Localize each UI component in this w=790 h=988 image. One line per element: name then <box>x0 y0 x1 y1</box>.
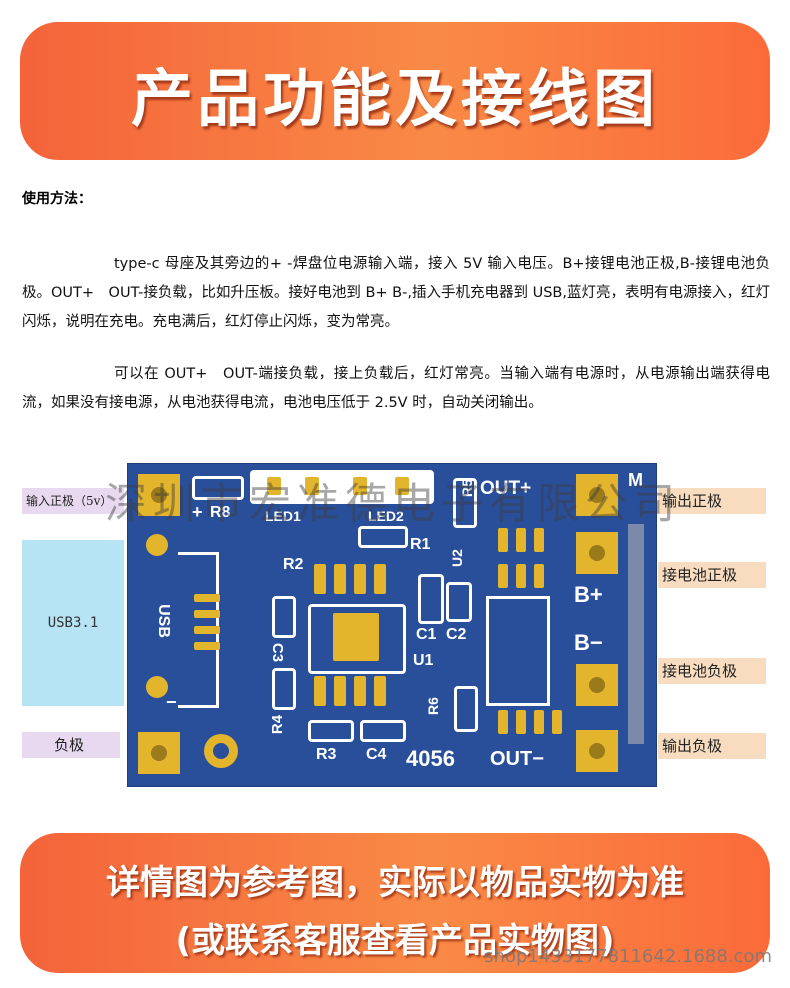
b-minus-pad <box>576 664 618 706</box>
u1-chip <box>308 604 406 674</box>
label-output-positive: 输出正极 <box>658 488 766 514</box>
usb-label: USB <box>154 604 172 638</box>
input-negative-pad <box>138 732 180 774</box>
u1-label: U1 <box>413 652 434 669</box>
chip-label-4056: 4056 <box>406 746 455 771</box>
c3-component <box>272 596 296 638</box>
shop-watermark: shop1433177811642.1688.com <box>484 946 772 967</box>
r8-label: R8 <box>210 504 231 521</box>
r1-label: R1 <box>410 536 431 553</box>
u2-label: U2 <box>448 549 465 567</box>
usage-paragraph-2: 可以在 OUT+ OUT-端接负载，接上负载后，红灯常亮。当输入端有电源时，从电… <box>22 366 770 411</box>
usage-paragraph-1: type-c 母座及其旁边的+ -焊盘位电源输入端，接入 5V 输入电压。B+接… <box>22 256 770 330</box>
page-title: 产品功能及接线图 <box>130 62 659 135</box>
r1-component <box>358 526 408 548</box>
c4-label: C4 <box>366 746 387 763</box>
b-plus-pad <box>576 532 618 574</box>
out-minus-label: OUT− <box>490 748 544 770</box>
r5-component <box>453 478 477 528</box>
label-battery-negative: 接电池负极 <box>658 658 766 684</box>
c1-label: C1 <box>416 626 437 643</box>
c3-label: C3 <box>269 642 287 663</box>
led1-label: LED1 <box>265 508 301 524</box>
led-strip <box>250 470 434 504</box>
label-input-positive: 输入正极（5v） <box>22 488 124 514</box>
footer-banner: 详情图为参考图，实际以物品实物为准 (或联系客服查看产品实物图) <box>20 833 770 973</box>
out-plus-label: OUT+ <box>480 478 532 499</box>
inductor-outline <box>486 596 550 706</box>
board-edge-strip <box>628 524 644 744</box>
out-minus-pad <box>576 730 618 772</box>
c2-label: C2 <box>446 626 467 643</box>
footer-line-1: 详情图为参考图，实际以物品实物为准 <box>106 863 684 903</box>
r3-label: R3 <box>316 746 337 763</box>
label-usb: USB3.1 <box>22 540 124 706</box>
plus-label: + <box>192 502 203 522</box>
out-plus-pad <box>576 474 618 516</box>
led2-label: LED2 <box>368 508 404 524</box>
r4-component <box>272 668 296 710</box>
label-output-negative: 输出负极 <box>658 733 766 759</box>
r8-component <box>192 476 244 500</box>
mounting-hole <box>204 734 238 768</box>
m-label: M <box>628 470 643 490</box>
r2-label: R2 <box>283 556 304 573</box>
r4-label: R4 <box>269 714 287 735</box>
c1-component <box>418 574 444 624</box>
minus-label: − <box>166 692 177 712</box>
c4-component <box>360 720 406 742</box>
input-positive-pad <box>138 474 180 516</box>
label-negative: 负极 <box>22 732 120 758</box>
pcb-board: LED1 LED2 R8 + R5 OUT+ M R1 R2 U1 C1 C2 … <box>127 463 657 787</box>
title-banner: 产品功能及接线图 <box>20 22 770 160</box>
r6-component <box>454 686 478 732</box>
b-plus-label: B+ <box>574 582 603 607</box>
c2-component <box>446 582 472 622</box>
usage-heading: 使用方法： <box>22 191 92 207</box>
company-watermark: 深圳市宏准德电子有限公司 <box>105 479 682 528</box>
r3-component <box>308 720 354 742</box>
r6-label: R6 <box>424 697 441 715</box>
footer-line-2: (或联系客服查看产品实物图) <box>175 921 615 961</box>
b-minus-label: B− <box>574 630 603 655</box>
label-battery-positive: 接电池正极 <box>658 562 766 588</box>
